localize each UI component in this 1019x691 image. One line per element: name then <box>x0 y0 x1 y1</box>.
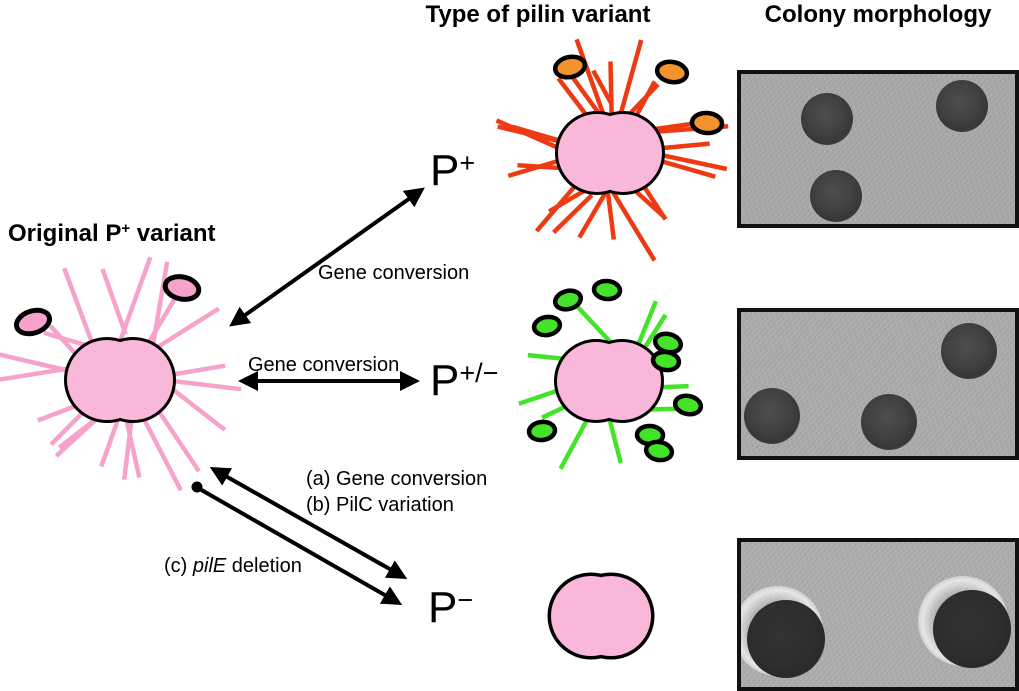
colony-spot <box>744 388 800 444</box>
p-plus-cell-graphic <box>495 38 729 262</box>
p-minus-cell-graphic <box>547 572 655 660</box>
colony-morphology-header: Colony morphology <box>764 1 992 28</box>
colony-spot <box>861 394 917 450</box>
pile-deletion-c-label: (c) pilE deletion <box>164 555 302 578</box>
p-plus-pilin-subunit-ovals <box>552 54 725 136</box>
p-plus-sup: + <box>459 148 476 178</box>
original-variant-label: Original P+ variant <box>8 220 216 248</box>
p-minus-sup: − <box>457 585 474 615</box>
gene-conversion-a-label: (a) Gene conversion <box>306 468 488 490</box>
p-plus-cell-body <box>555 111 665 195</box>
pile-deletion-suffix: deletion <box>226 555 302 577</box>
p-plus-base: P <box>430 146 460 195</box>
colony-photo-p-minus <box>737 538 1019 691</box>
colony-spot <box>936 80 988 132</box>
p-minus-cell-body <box>547 572 655 660</box>
p-minus-base: P <box>428 583 458 632</box>
original-pilin-subunit-ovals <box>13 274 202 337</box>
colony-photo-p-plus <box>737 70 1019 228</box>
original-cell-graphic <box>0 256 242 492</box>
p-plus-minus-cell-body <box>554 339 664 423</box>
ab-transition-labels: (a) Gene conversion (b) PilC variation <box>306 466 487 518</box>
p-plus-symbol: P+ <box>430 146 475 196</box>
pile-gene-name: pilE <box>192 555 227 577</box>
original-variant-label-suffix: variant <box>130 220 216 247</box>
colony-spot <box>801 93 853 145</box>
p-minus-symbol: P− <box>428 583 473 633</box>
arrow-gene-conversion-to-p-plus <box>229 187 425 327</box>
colony-spot <box>810 170 862 222</box>
gene-conversion-middle-label: Gene conversion <box>248 354 400 376</box>
colony-spot <box>933 590 1011 668</box>
p-plus-minus-symbol: P+/− <box>430 356 498 406</box>
original-variant-label-prefix: Original P <box>8 220 122 247</box>
colony-spot <box>941 323 997 379</box>
original-cell-body <box>64 337 176 423</box>
p-plus-minus-pilin-subunit-ovals <box>526 278 704 463</box>
p-plus-minus-cell-graphic <box>518 278 704 470</box>
pilin-variant-header: Type of pilin variant <box>425 1 651 28</box>
colony-spot <box>747 600 825 678</box>
p-plus-minus-base: P <box>430 356 460 405</box>
pile-deletion-prefix: (c) <box>164 555 193 577</box>
colony-photo-p-plus-minus <box>737 308 1019 460</box>
pilc-variation-b-label: (b) PilC variation <box>306 494 454 516</box>
gene-conversion-top-label: Gene conversion <box>318 262 470 284</box>
p-plus-minus-sup: +/− <box>459 358 499 388</box>
original-variant-label-sup: + <box>121 220 131 237</box>
